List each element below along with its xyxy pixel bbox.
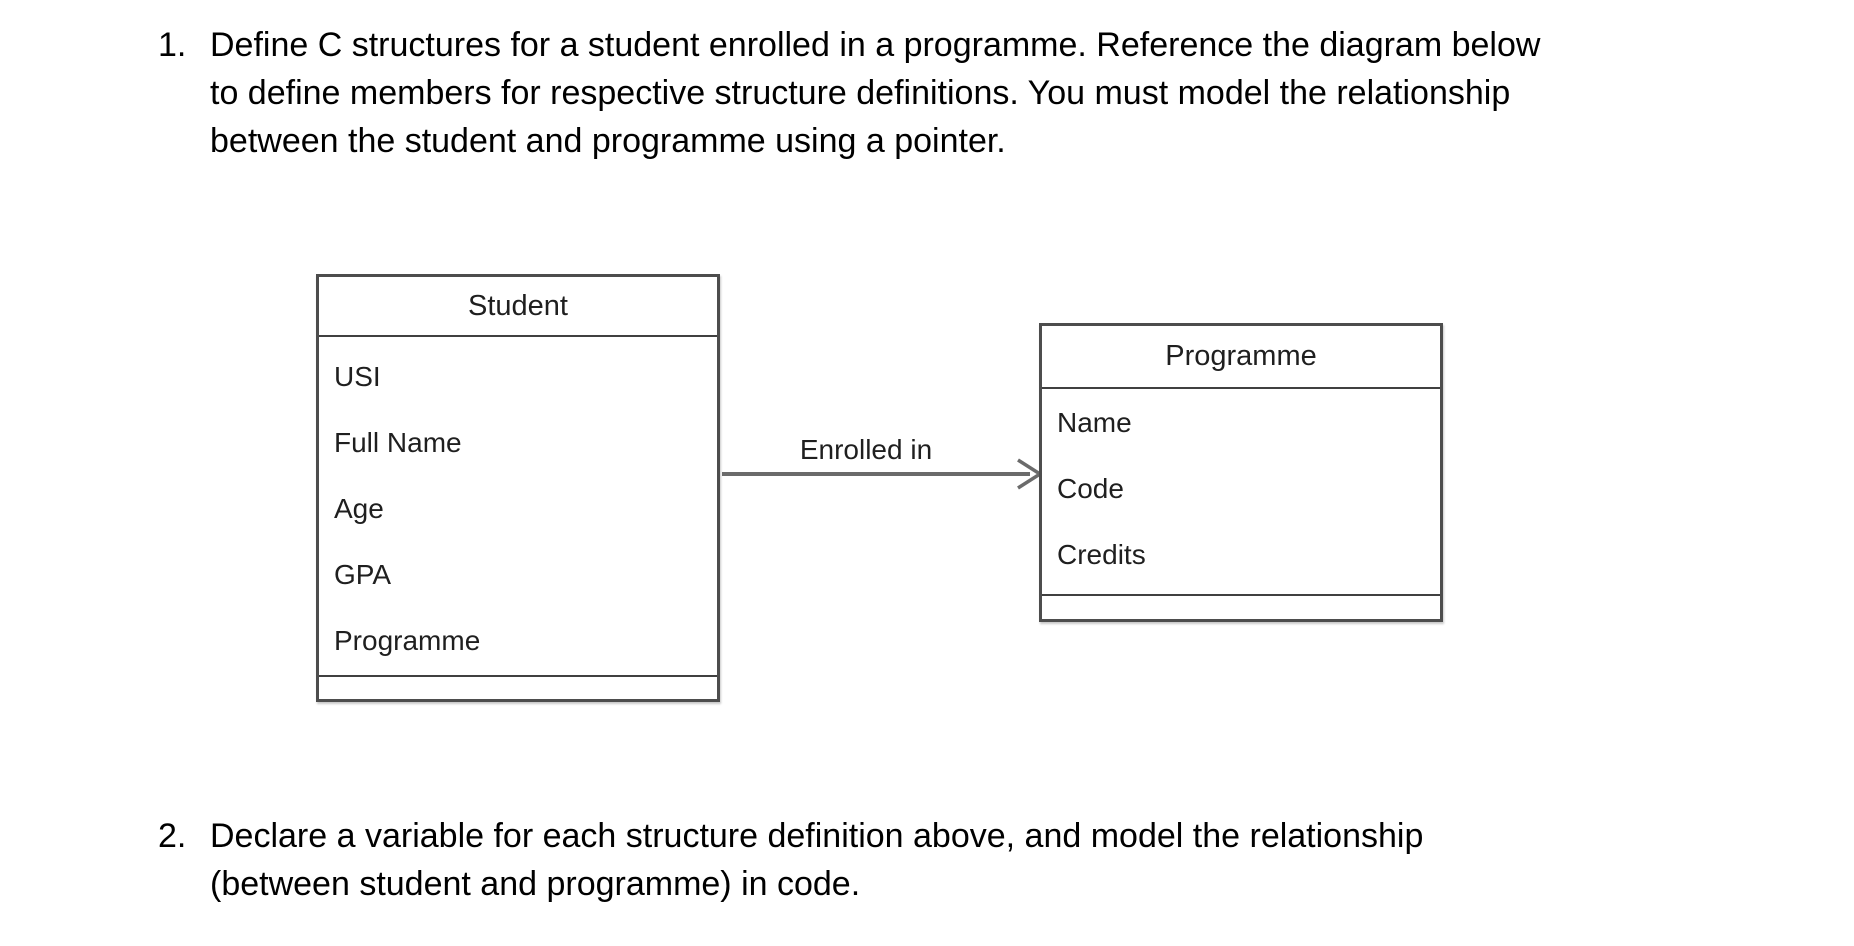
enrolled-in-label: Enrolled in [799, 434, 933, 465]
question-1: 1. Define C structures for a student enr… [158, 21, 1540, 165]
student-member-full-name: Full Name [334, 427, 462, 458]
student-entity-footer [319, 675, 717, 699]
question-2-number: 2. [158, 817, 187, 855]
programme-member-name: Name [1057, 407, 1132, 438]
question-1-line-2: to define members for respective structu… [210, 74, 1511, 112]
programme-member-code: Code [1057, 473, 1124, 504]
programme-entity-footer [1042, 594, 1440, 619]
student-member-age: Age [334, 493, 384, 524]
question-1-number: 1. [158, 26, 187, 64]
student-entity-box: Student USI Full Name Age GPA Programme [316, 274, 720, 702]
student-member-usi: USI [334, 361, 381, 392]
programme-entity-members: Name Code Credits [1042, 389, 1440, 594]
question-1-line-1: Define C structures for a student enroll… [210, 26, 1541, 64]
student-entity-members: USI Full Name Age GPA Programme [319, 337, 717, 675]
student-entity-title: Student [319, 277, 717, 337]
question-1-text: Define C structures for a student enroll… [210, 21, 1540, 165]
question-1-line-3: between the student and programme using … [210, 122, 1006, 160]
programme-entity-box: Programme Name Code Credits [1039, 323, 1443, 622]
question-2-line-2: (between student and programme) in code. [210, 865, 861, 903]
programme-member-credits: Credits [1057, 539, 1146, 570]
question-2-line-1: Declare a variable for each structure de… [210, 817, 1424, 855]
student-member-programme: Programme [334, 625, 481, 656]
programme-entity-title: Programme [1042, 326, 1440, 389]
student-member-gpa: GPA [334, 559, 392, 590]
question-2: 2. Declare a variable for each structure… [158, 812, 1423, 908]
question-2-text: Declare a variable for each structure de… [210, 812, 1423, 908]
